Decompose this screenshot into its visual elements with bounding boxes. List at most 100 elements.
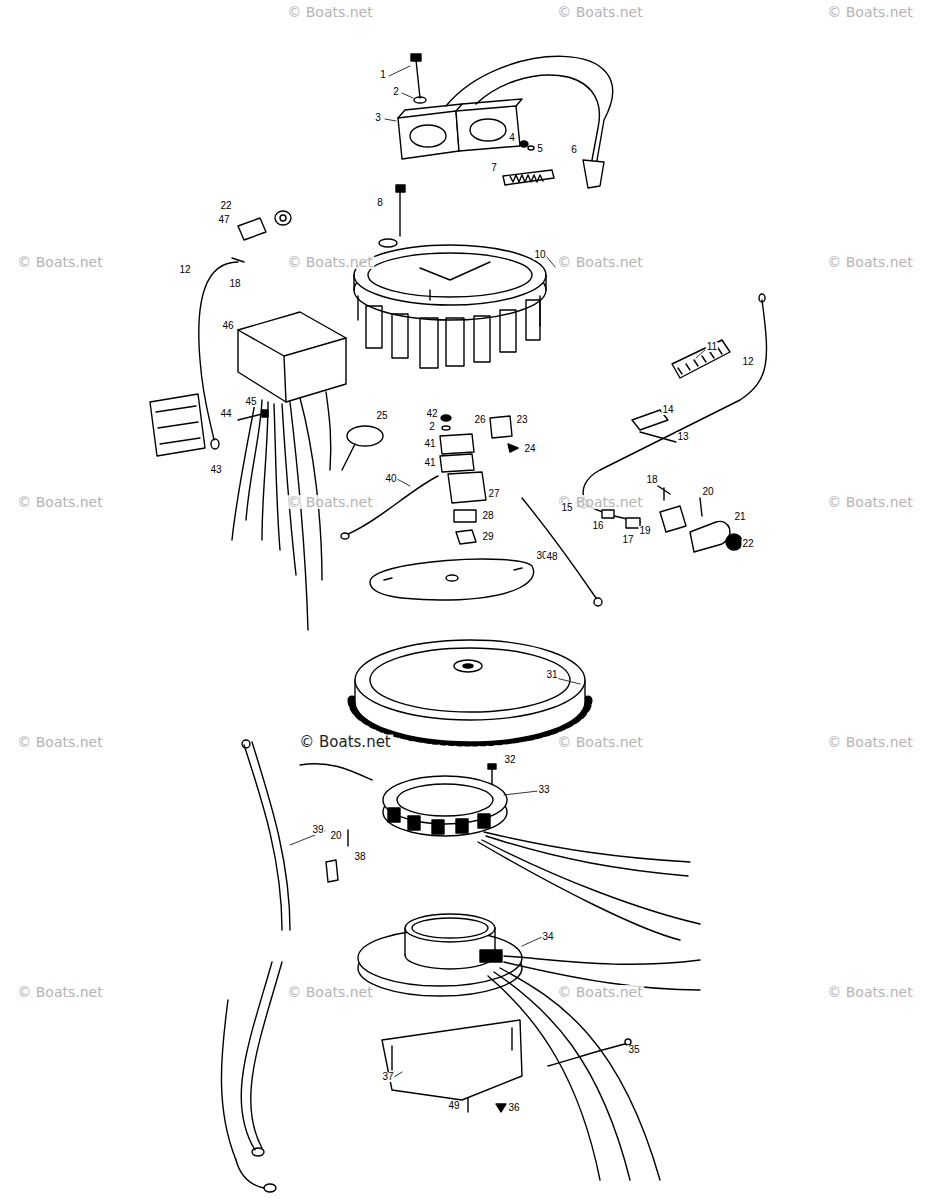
callout-number: 18 xyxy=(645,475,658,485)
watermark: © Boats.net xyxy=(15,495,104,509)
ignition-coil xyxy=(416,60,420,98)
armature-plate xyxy=(368,253,532,297)
callout-number: 22 xyxy=(219,201,232,211)
switch-parts xyxy=(508,444,518,452)
ignition-coil xyxy=(462,99,522,106)
clamp xyxy=(660,506,686,532)
callout-number: 37 xyxy=(381,1072,394,1082)
flywheel-washer xyxy=(446,575,458,581)
armature-plate xyxy=(379,239,397,247)
leader-line xyxy=(522,937,542,946)
watermark: © Boats.net xyxy=(825,985,914,999)
callout-number: 35 xyxy=(627,1045,640,1055)
callout-number: 5 xyxy=(536,144,544,154)
screw xyxy=(238,414,262,420)
flywheel-washer xyxy=(370,559,534,600)
callout-number: 13 xyxy=(676,432,689,442)
callout-number: 12 xyxy=(741,357,754,367)
spark-plug-wire xyxy=(446,56,613,188)
callout-number: 21 xyxy=(733,512,746,522)
armature-plate xyxy=(366,306,382,348)
stator xyxy=(397,784,493,816)
cable-tie xyxy=(342,426,383,470)
callout-number: 32 xyxy=(503,755,516,765)
timer-base xyxy=(480,950,502,962)
armature-plate xyxy=(354,275,546,290)
ignition-coil xyxy=(520,141,528,147)
connector-plug xyxy=(275,211,291,225)
callout-number: 41 xyxy=(423,439,436,449)
leader-line xyxy=(504,791,538,795)
callout-number: 28 xyxy=(481,511,494,521)
spark-plug-wire xyxy=(476,75,599,160)
bolt xyxy=(396,185,405,236)
terminal-box xyxy=(238,312,346,402)
battery-cable xyxy=(252,742,290,930)
cover xyxy=(382,1020,631,1112)
armature-plate xyxy=(526,300,540,340)
watermark: © Boats.net xyxy=(555,255,644,269)
stator xyxy=(478,814,490,828)
callout-number: 23 xyxy=(515,415,528,425)
terminal-box xyxy=(238,330,346,402)
battery-cable xyxy=(221,740,372,1192)
callout-number: 27 xyxy=(487,489,500,499)
callout-number: 4 xyxy=(508,133,516,143)
harness-wire xyxy=(658,486,670,500)
leader-line xyxy=(402,93,413,98)
callout-number: 2 xyxy=(392,87,400,97)
callout-number: 31 xyxy=(545,670,558,680)
callout-number: 18 xyxy=(228,279,241,289)
cover xyxy=(548,1044,625,1066)
battery-cable xyxy=(236,1160,264,1188)
harness-wire xyxy=(602,510,614,518)
harness-wire xyxy=(759,294,765,302)
flywheel xyxy=(355,640,585,720)
stator xyxy=(408,816,420,830)
callout-number: 41 xyxy=(423,458,436,468)
stator xyxy=(484,832,690,862)
callout-number: 12 xyxy=(178,265,191,275)
lead-wire xyxy=(522,498,596,598)
stator xyxy=(478,842,680,940)
ignition-coil xyxy=(398,54,534,159)
flywheel xyxy=(463,664,473,668)
armature-plate xyxy=(446,318,464,366)
watermark: © Boats.net xyxy=(555,5,644,19)
watermark: © Boats.net xyxy=(297,735,393,750)
stator xyxy=(456,819,468,833)
screw xyxy=(488,764,496,769)
connector-plug xyxy=(280,215,286,221)
terminal-box xyxy=(232,312,346,630)
leader-line xyxy=(389,66,410,76)
armature-plate xyxy=(358,296,540,326)
switch-parts xyxy=(454,510,476,522)
harness-wire xyxy=(640,432,676,442)
ignition-coil xyxy=(410,125,446,147)
spark-plug-wire xyxy=(446,56,613,166)
connector-plug xyxy=(238,211,291,240)
callout-number: 10 xyxy=(533,250,546,260)
callout-number: 14 xyxy=(661,405,674,415)
callout-number: 39 xyxy=(311,825,324,835)
armature-plate xyxy=(420,318,438,368)
watermark: © Boats.net xyxy=(15,255,104,269)
ground-wire xyxy=(199,258,244,449)
lead-wire xyxy=(341,533,349,539)
harness-wire xyxy=(583,300,766,500)
timer-base xyxy=(405,914,495,942)
battery-cable xyxy=(242,740,250,748)
terminal-box xyxy=(326,392,331,470)
watermark: © Boats.net xyxy=(285,255,374,269)
stator xyxy=(432,820,444,834)
leader-line xyxy=(397,479,410,486)
callout-number: 26 xyxy=(473,415,486,425)
ignition-coil xyxy=(456,106,520,151)
switch-parts xyxy=(456,530,476,544)
timer-base xyxy=(412,918,488,938)
callout-number: 38 xyxy=(353,852,366,862)
switch-parts xyxy=(440,415,518,544)
